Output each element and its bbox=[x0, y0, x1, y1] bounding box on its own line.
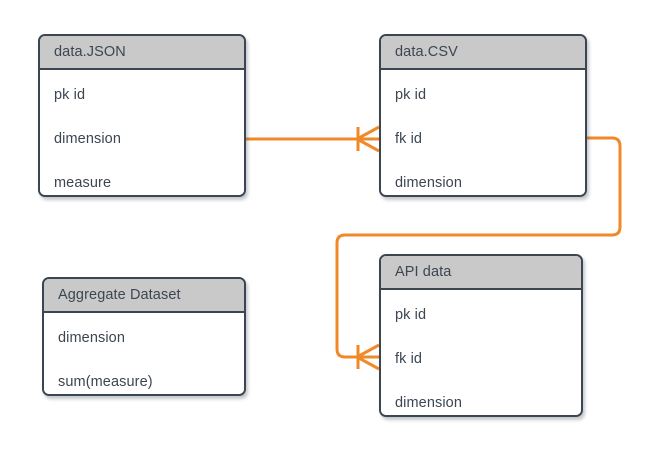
field-label: fk id bbox=[395, 131, 423, 147]
connector-line-csv-to-api bbox=[335, 136, 622, 359]
relationship-json-to-csv[interactable] bbox=[246, 125, 380, 153]
entity-header-api-data: API data bbox=[381, 256, 581, 290]
field-row[interactable]: pk id bbox=[381, 293, 581, 337]
field-label: pk id bbox=[395, 87, 427, 103]
field-label: measure bbox=[54, 175, 112, 191]
entity-title-data-csv: data.CSV bbox=[395, 44, 458, 60]
entity-data-json[interactable]: data.JSON pk id dimension measure bbox=[38, 34, 246, 197]
entity-api-data[interactable]: API data pk id fk id dimension bbox=[379, 254, 583, 417]
field-row[interactable]: measure bbox=[40, 161, 244, 195]
entity-title-aggregate-dataset: Aggregate Dataset bbox=[58, 287, 181, 303]
entity-body-data-csv: pk id fk id dimension bbox=[381, 70, 585, 195]
entity-header-data-csv: data.CSV bbox=[381, 36, 585, 70]
entity-body-api-data: pk id fk id dimension bbox=[381, 290, 581, 415]
entity-header-aggregate-dataset: Aggregate Dataset bbox=[44, 279, 244, 313]
entity-title-data-json: data.JSON bbox=[54, 44, 126, 60]
field-label: dimension bbox=[58, 330, 125, 346]
field-label: dimension bbox=[395, 175, 462, 191]
field-row[interactable]: dimension bbox=[381, 381, 581, 415]
field-row[interactable]: dimension bbox=[40, 117, 244, 161]
entity-title-api-data: API data bbox=[395, 264, 452, 280]
field-row[interactable]: pk id bbox=[381, 73, 585, 117]
entity-body-data-json: pk id dimension measure bbox=[40, 70, 244, 195]
field-label: pk id bbox=[395, 307, 427, 323]
field-row[interactable]: dimension bbox=[44, 316, 244, 360]
crowsfoot-prongs-api bbox=[353, 343, 380, 371]
field-label: dimension bbox=[395, 395, 462, 411]
field-label: fk id bbox=[395, 351, 423, 367]
field-label: sum(measure) bbox=[58, 374, 153, 390]
field-row[interactable]: pk id bbox=[40, 73, 244, 117]
field-label: dimension bbox=[54, 131, 121, 147]
entity-data-csv[interactable]: data.CSV pk id fk id dimension bbox=[379, 34, 587, 197]
relationship-csv-to-api[interactable] bbox=[335, 136, 622, 371]
entity-aggregate-dataset[interactable]: Aggregate Dataset dimension sum(measure) bbox=[42, 277, 246, 396]
field-row[interactable]: fk id bbox=[381, 117, 585, 161]
field-row[interactable]: fk id bbox=[381, 337, 581, 381]
field-label: pk id bbox=[54, 87, 86, 103]
entity-header-data-json: data.JSON bbox=[40, 36, 244, 70]
crowsfoot-prongs-csv bbox=[353, 125, 380, 153]
field-row[interactable]: dimension bbox=[381, 161, 585, 195]
entity-body-aggregate-dataset: dimension sum(measure) bbox=[44, 313, 244, 394]
field-row[interactable]: sum(measure) bbox=[44, 360, 244, 394]
